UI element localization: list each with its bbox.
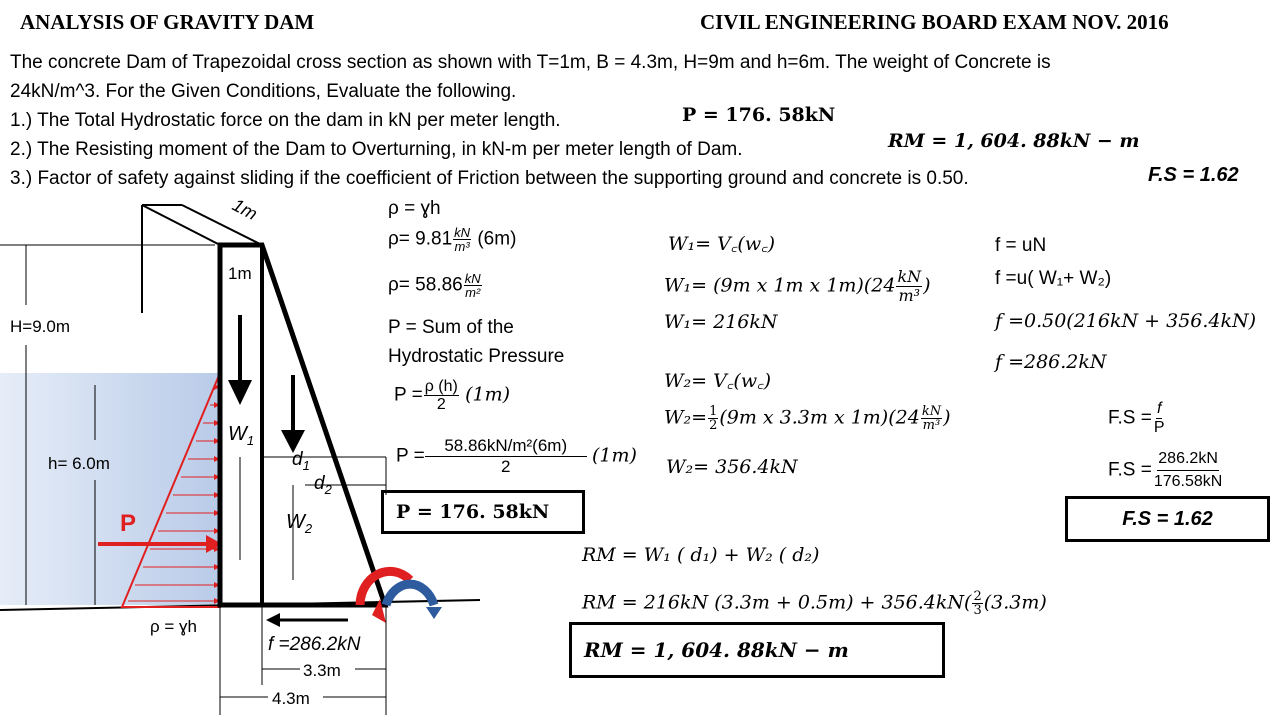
pressure-arrows (128, 384, 220, 604)
left-title: ANALYSIS OF GRAVITY DAM (20, 10, 315, 34)
crest-label: 1m (228, 264, 252, 283)
top-width-label: 1m (229, 195, 260, 224)
w1-eq-1: W₁= V꜀(w꜀) (668, 233, 776, 255)
pc-line-7: P =58.86kN/m²(6m)2 (1m) (396, 436, 637, 476)
pressure-result-box: P = 176. 58kN (381, 490, 585, 534)
w1-eq-3: W₁= 216kN (664, 311, 778, 333)
w1-label: W1 (228, 423, 254, 448)
dam-outline (217, 242, 389, 608)
fs-result-box: F.S = 1.62 (1065, 496, 1270, 542)
rho-bottom-label: ρ = ɣh (150, 617, 197, 636)
answer-3: F.S = 1.62 (1148, 164, 1239, 186)
problem-line-2: 24kN/m^3. For the Given Conditions, Eval… (10, 81, 517, 102)
friction-label: f =286.2kN (268, 634, 361, 655)
water-body (0, 373, 220, 605)
h-water-label: h= 6.0m (48, 454, 110, 473)
p-label: P (120, 510, 136, 537)
answer-2: RM = 1, 604. 88kN − m (888, 130, 1140, 152)
dim-4-3-label: 4.3m (272, 689, 310, 708)
pc-line-4: P = Sum of the (388, 317, 514, 338)
pc-line-1: ρ = ɣh (388, 198, 441, 219)
rm-result-box: RM = 1, 604. 88kN − m (569, 622, 945, 678)
dam-diagram: P 1m 1m H=9.0m h= 6.0m W1 W2 d1 d2 f =28… (0, 195, 481, 715)
problem-line-1: The concrete Dam of Trapezoidal cross se… (10, 52, 1051, 73)
moment-red-arc (355, 566, 414, 606)
w2-eq-1: W₂= V꜀(w꜀) (664, 370, 772, 392)
pc-line-6: P =ρ (h)2 (1m) (394, 378, 511, 413)
friction-eq-3: f =0.50(216kN + 356.4kN) (995, 310, 1257, 332)
w2-label: W2 (286, 511, 313, 536)
d2-label: d2 (314, 473, 333, 497)
friction-eq-2: f =u( W₁+ W₂) (995, 268, 1112, 289)
question-3: 3.) Factor of safety against sliding if … (10, 168, 969, 189)
question-2: 2.) The Resisting moment of the Dam to O… (10, 139, 743, 160)
right-title: CIVIL ENGINEERING BOARD EXAM NOV. 2016 (700, 10, 1169, 34)
moment-blue-arc (381, 579, 439, 607)
h-total-label: H=9.0m (10, 317, 70, 336)
dim-3-3-label: 3.3m (303, 661, 341, 680)
answer-1: P = 176. 58kN (682, 104, 836, 126)
pc-line-5: Hydrostatic Pressure (388, 346, 565, 367)
d1-label: d1 (292, 449, 310, 473)
rm-eq-1: RM = W₁ ( d₁) + W₂ ( d₂) (582, 544, 820, 566)
w2-eq-3: W₂= 356.4kN (666, 456, 798, 478)
friction-eq-1: f = uN (995, 235, 1047, 256)
friction-eq-4: f =286.2kN (995, 351, 1107, 373)
question-1: 1.) The Total Hydrostatic force on the d… (10, 110, 561, 131)
